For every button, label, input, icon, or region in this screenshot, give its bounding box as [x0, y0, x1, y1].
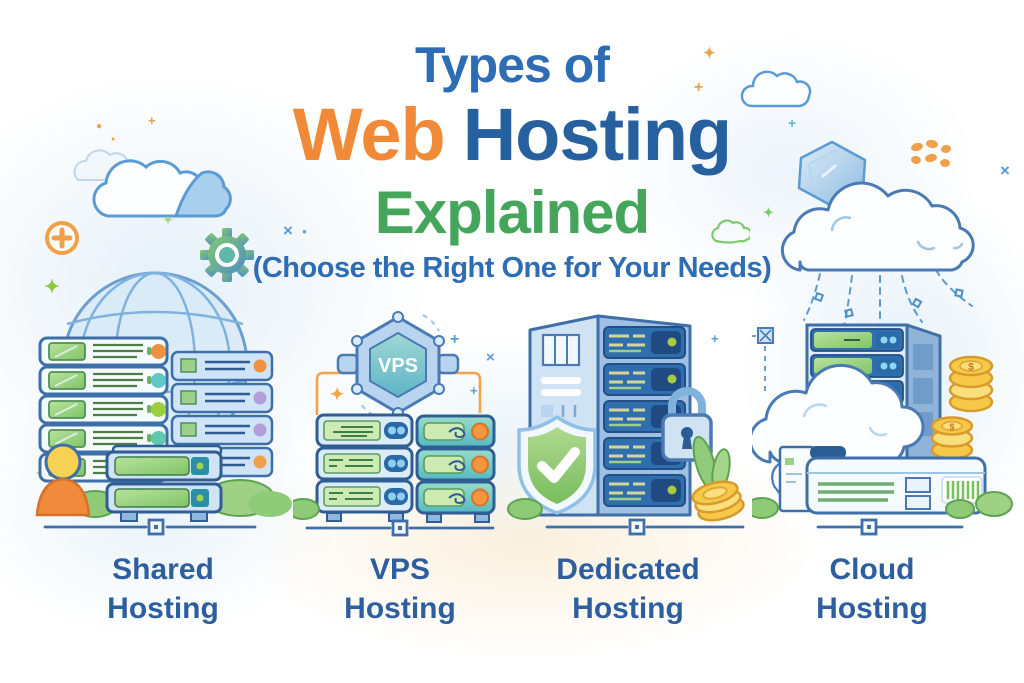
ground-line — [43, 518, 257, 536]
label-line: Hosting — [107, 592, 219, 625]
vps-hosting-illustration: VPS — [293, 311, 496, 537]
label-line: Shared — [112, 553, 214, 586]
label-cloud-hosting: Cloud Hosting — [752, 550, 992, 628]
title-line-3: Explained — [374, 179, 650, 246]
vps-badge: VPS — [336, 311, 460, 419]
label-shared-hosting: Shared Hosting — [43, 550, 283, 628]
server-stack-front — [105, 444, 223, 522]
title-word-web: Web — [292, 93, 446, 176]
coins-icon — [691, 480, 745, 522]
bush — [507, 498, 543, 520]
title-word-hosting: Hosting — [462, 93, 732, 176]
coins-stack-upper: $ — [948, 355, 994, 413]
label-vps-hosting: VPS Hosting — [280, 550, 520, 628]
title-line-1: Types of — [415, 37, 610, 93]
ground-line — [545, 518, 745, 536]
dashed-connector — [752, 327, 774, 396]
vps-rack-right — [415, 414, 496, 515]
label-dedicated-hosting: Dedicated Hosting — [508, 550, 748, 628]
vps-rack-left — [315, 413, 414, 514]
dedicated-hosting-illustration — [507, 314, 745, 536]
label-line: Hosting — [816, 592, 928, 625]
label-line: Cloud — [829, 553, 915, 586]
shared-hosting-illustration — [35, 271, 292, 536]
ground-line — [305, 519, 495, 537]
bush — [293, 498, 320, 520]
subtitle: (Choose the Right One for Your Needs) — [252, 252, 772, 284]
ground-line — [816, 518, 964, 536]
label-line: Hosting — [344, 592, 456, 625]
vps-badge-text: VPS — [378, 355, 418, 377]
label-line: VPS — [369, 553, 431, 586]
coin-symbol: $ — [949, 422, 954, 432]
coins-stack-lower: $ — [930, 416, 974, 460]
cloud-hosting-illustration: $ $ — [752, 323, 1013, 536]
label-line: Hosting — [572, 592, 684, 625]
coin-symbol: $ — [968, 362, 974, 373]
label-line: Dedicated — [556, 553, 700, 586]
